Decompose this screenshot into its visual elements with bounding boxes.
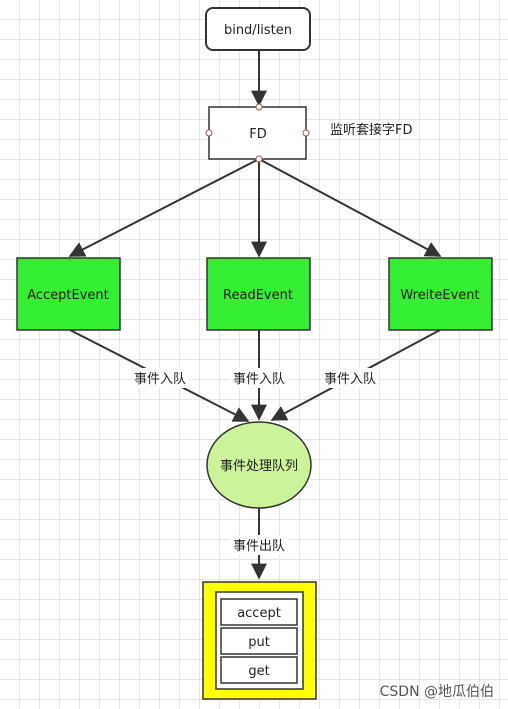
edge-fd-to-accept <box>68 158 260 257</box>
connection-point-right <box>302 129 310 137</box>
connection-point-top <box>255 103 263 111</box>
op-row-accept <box>220 598 298 626</box>
dequeue-label: 事件出队 <box>230 535 288 555</box>
enqueue-label-left: 事件入队 <box>131 368 189 388</box>
fd-node: FD <box>205 103 310 163</box>
svg-text:事件入队: 事件入队 <box>324 372 376 387</box>
fd-label: FD <box>249 127 267 142</box>
connection-point-left <box>205 129 213 137</box>
op-row-get <box>220 656 298 684</box>
svg-text:事件入队: 事件入队 <box>233 372 285 387</box>
enqueue-label-mid: 事件入队 <box>230 368 288 388</box>
write-event-label: WreiteEvent <box>400 288 479 303</box>
event-queue-label: 事件处理队列 <box>220 459 298 474</box>
bind-listen-label: bind/listen <box>224 23 292 38</box>
event-queue-node: 事件处理队列 <box>206 421 312 509</box>
accept-event-label: AcceptEvent <box>27 288 109 303</box>
bind-listen-node: bind/listen <box>205 7 311 51</box>
svg-text:事件出队: 事件出队 <box>233 539 285 554</box>
read-event-node: ReadEvent <box>206 257 311 331</box>
op-get-label: get <box>248 664 269 679</box>
op-row-put <box>220 627 298 655</box>
fd-note: 监听套接字FD <box>330 122 413 138</box>
op-accept-label: accept <box>237 606 281 621</box>
svg-text:事件入队: 事件入队 <box>134 372 186 387</box>
watermark: CSDN @地瓜伯伯 <box>380 684 494 700</box>
accept-event-node: AcceptEvent <box>16 257 121 331</box>
connection-point-bottom <box>255 155 263 163</box>
write-event-node: WreiteEvent <box>388 257 493 331</box>
op-put-label: put <box>248 635 270 650</box>
edge-fd-to-write <box>258 158 442 257</box>
read-event-label: ReadEvent <box>223 288 293 303</box>
operations-node: accept put get <box>202 581 317 700</box>
enqueue-label-right: 事件入队 <box>321 368 379 388</box>
